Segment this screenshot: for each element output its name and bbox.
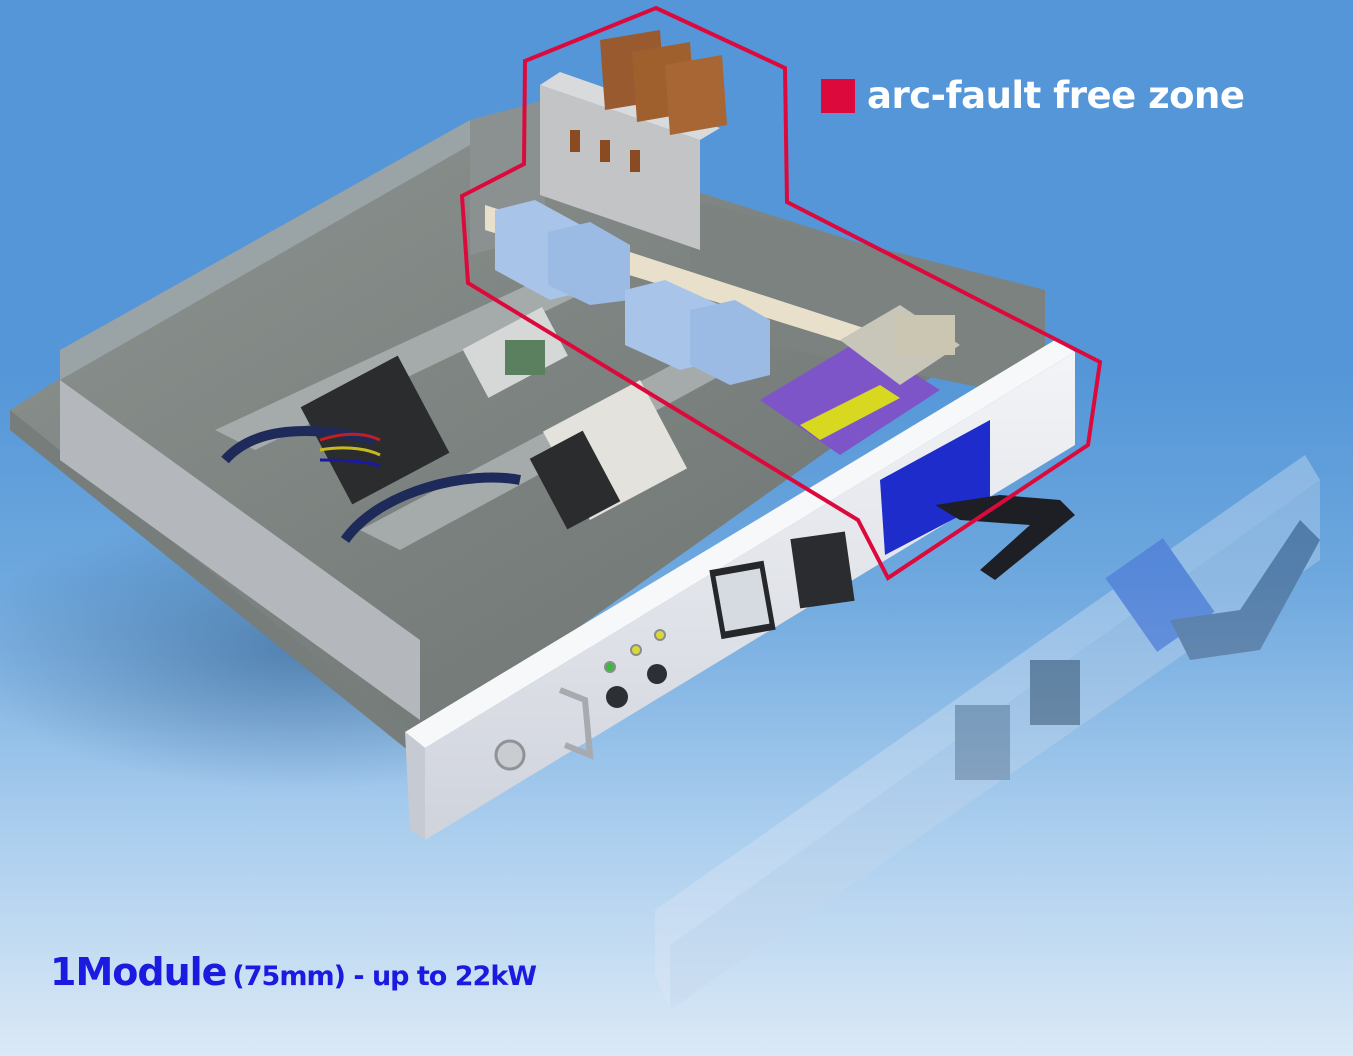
product-caption: 1Module(75mm) - up to 22kW	[50, 950, 537, 994]
front-panel	[405, 340, 1075, 840]
legend-label: arc-fault free zone	[867, 74, 1245, 117]
reset-button	[647, 664, 667, 684]
arc-fault-zone-outline	[459, 5, 1103, 581]
selector-knob	[606, 686, 628, 708]
contactors	[221, 307, 688, 543]
led-green	[604, 661, 616, 673]
caption-title: 1Module	[50, 950, 227, 994]
led-yellow-2	[654, 629, 666, 641]
terminal-blocks	[495, 200, 770, 385]
insulator-plate	[760, 305, 960, 455]
legend-swatch-icon	[821, 78, 855, 113]
legend: arc-fault free zone	[821, 74, 1245, 117]
lock-icon	[494, 739, 526, 771]
led-yellow-1	[630, 644, 642, 656]
caption-subtitle: (75mm) - up to 22kW	[232, 961, 537, 992]
ghost-module	[655, 455, 1320, 1010]
